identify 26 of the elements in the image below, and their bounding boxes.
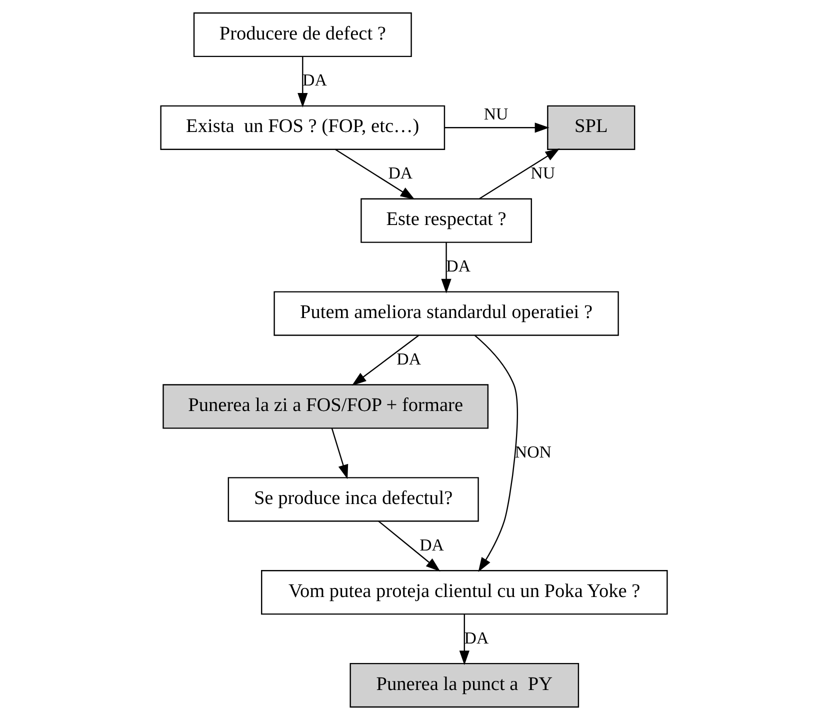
node-box: Producere de defect ? xyxy=(192,12,412,58)
edge-label: NU xyxy=(483,104,508,124)
edge-label: DA xyxy=(302,70,326,90)
node-box: Punerea la zi a FOS/FOP + formare xyxy=(162,384,488,429)
arrow xyxy=(444,122,549,133)
edge-label: DA xyxy=(388,164,412,183)
node-box: Putem ameliora standardul operatiei ? xyxy=(273,291,618,336)
edge-label: DA xyxy=(464,628,488,648)
arrow xyxy=(458,614,469,666)
node-box: SPL xyxy=(546,105,635,150)
node-box: Vom putea proteja clientul cu un Poka Yoke ? xyxy=(260,570,668,615)
arrow xyxy=(440,242,451,294)
edge-label: DA xyxy=(419,535,444,554)
arrow xyxy=(334,148,414,200)
arrow xyxy=(478,148,560,200)
arrow xyxy=(330,428,348,480)
arrow xyxy=(378,520,440,572)
edge-label: DA xyxy=(396,349,421,368)
node-box: Este respectat ? xyxy=(360,198,532,243)
node-box: Se produce inca defectul? xyxy=(227,477,478,522)
edge-label: NU xyxy=(530,164,555,183)
arrow xyxy=(351,334,419,386)
arrow xyxy=(474,334,518,572)
node-box: Exista un FOS ? (FOP, etc…) xyxy=(160,105,445,150)
arrow xyxy=(297,56,308,108)
node-box: Punerea la punct a PY xyxy=(349,662,579,708)
